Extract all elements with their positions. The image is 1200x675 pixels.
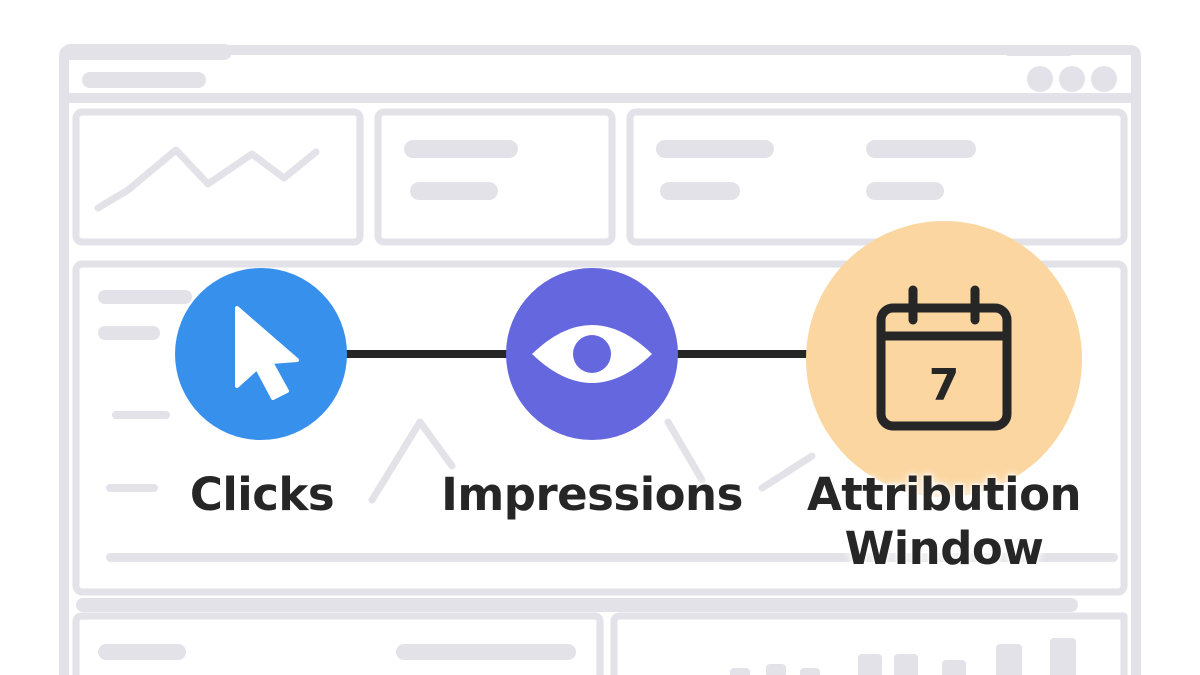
impressions-label: Impressions — [441, 468, 743, 521]
attribution-label-line2: Window — [844, 522, 1044, 575]
calendar-day-number: 7 — [929, 360, 960, 411]
impressions-node — [506, 268, 678, 440]
eye-icon — [532, 325, 652, 383]
cursor-pointer-icon — [235, 306, 299, 400]
clicks-node — [175, 268, 347, 440]
attribution-window-label: Attribution Window — [786, 468, 1102, 576]
clicks-label: Clicks — [189, 468, 335, 521]
calendar-icon: 7 — [876, 285, 1012, 431]
attribution-label-line1: Attribution — [806, 468, 1082, 521]
attribution-window-node: 7 — [806, 221, 1082, 497]
